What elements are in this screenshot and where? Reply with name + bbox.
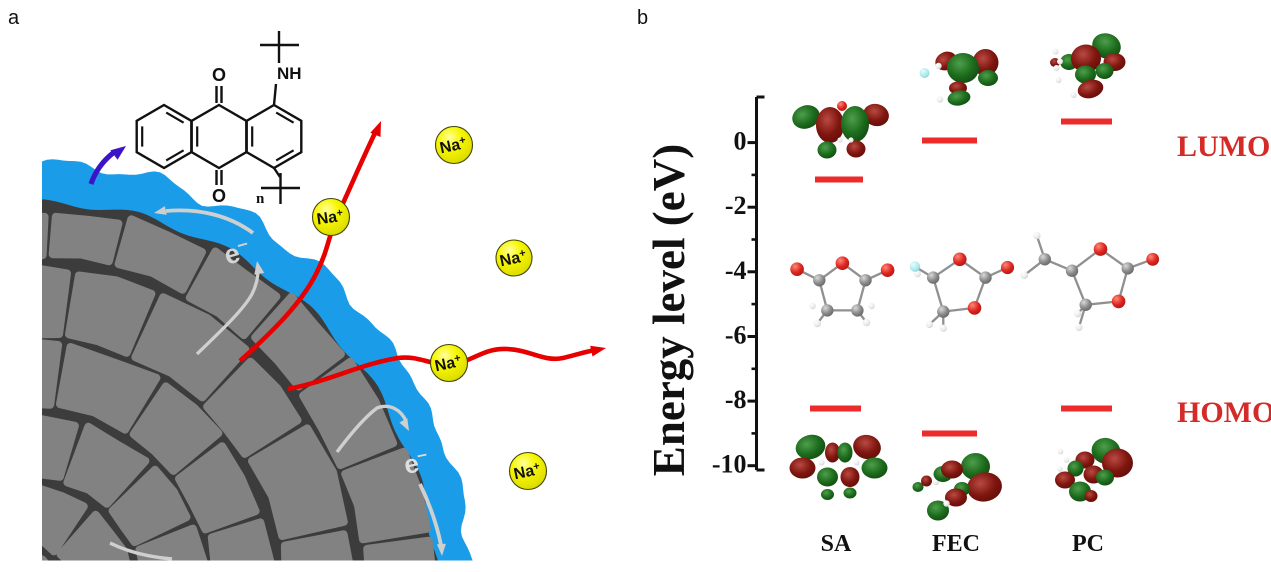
svg-text:FEC: FEC: [932, 531, 980, 557]
svg-text:-10: -10: [712, 450, 747, 479]
svg-text:O: O: [212, 186, 226, 206]
svg-text:O: O: [212, 65, 226, 85]
svg-text:PC: PC: [1072, 531, 1104, 557]
svg-text:-4: -4: [725, 256, 747, 285]
svg-text:SA: SA: [821, 531, 852, 557]
svg-text:NH: NH: [277, 64, 302, 83]
svg-text:-2: -2: [725, 191, 747, 220]
svg-text:HOMO: HOMO: [1177, 396, 1271, 429]
svg-text:-8: -8: [725, 385, 747, 414]
svg-text:n: n: [256, 191, 265, 207]
svg-text:Na+: Na+: [512, 460, 542, 483]
svg-text:b: b: [637, 7, 648, 29]
svg-text:0: 0: [734, 127, 747, 156]
svg-text:LUMO: LUMO: [1177, 130, 1270, 163]
svg-text:Na+: Na+: [316, 207, 345, 229]
svg-text:Energy level (eV): Energy level (eV): [644, 144, 694, 476]
svg-text:Na+: Na+: [438, 134, 468, 157]
svg-text:Na+: Na+: [433, 352, 463, 375]
svg-text:-6: -6: [725, 320, 747, 349]
svg-text:Na+: Na+: [498, 247, 528, 270]
svg-text:a: a: [8, 7, 20, 29]
